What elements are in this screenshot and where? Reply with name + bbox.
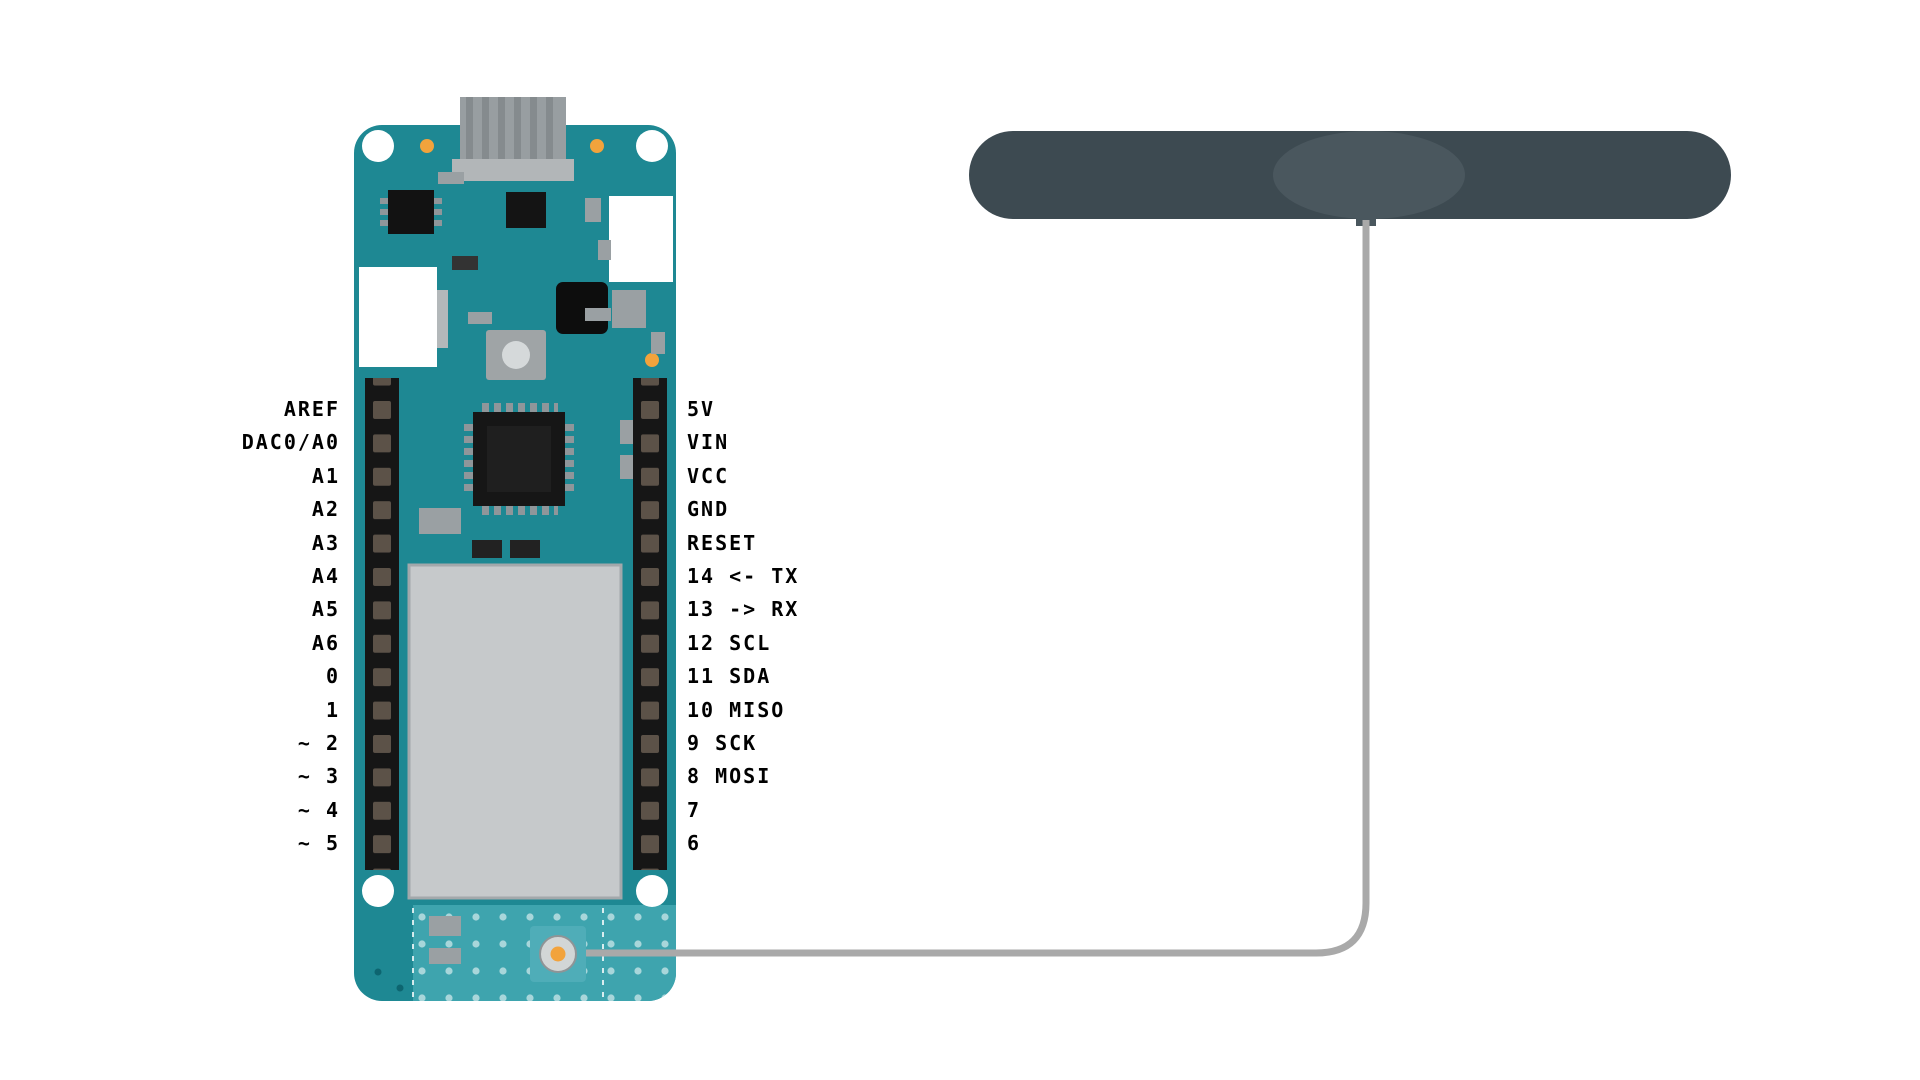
pin-label: A1 <box>311 463 340 488</box>
connector-fingers <box>437 290 448 348</box>
pin-label: A3 <box>311 530 340 555</box>
pin-label: A2 <box>311 497 340 522</box>
dark-component <box>506 192 546 228</box>
antenna-stem <box>1356 208 1376 226</box>
pin-label: A4 <box>311 563 340 588</box>
antenna <box>969 131 1731 226</box>
rf-shield <box>407 563 623 900</box>
pin-label: A5 <box>311 597 340 622</box>
white-footprint-left <box>359 267 437 367</box>
passive-components <box>419 172 665 558</box>
orange-indicators <box>420 139 659 367</box>
pin-label: 10 MISO <box>687 697 786 722</box>
component <box>612 290 646 328</box>
pin-header-left <box>365 378 399 870</box>
antenna-cable <box>562 220 1370 957</box>
left-pin-labels: AREF DAC0/A0 A1 A2 A3 A4 A5 A6 0 1 ~ 2 ~… <box>40 393 340 860</box>
white-footprint-right <box>609 196 673 282</box>
pin-label: A6 <box>311 630 340 655</box>
pin-label: 1 <box>325 697 340 722</box>
pin-label: ~ 5 <box>297 831 340 856</box>
small-ic-chip <box>380 190 442 234</box>
mkr-board <box>354 97 676 1001</box>
pin-label: GND <box>687 497 730 522</box>
pin-label: VCC <box>687 463 730 488</box>
pin-label: VIN <box>687 430 730 455</box>
antenna-center-hub <box>1273 131 1465 219</box>
pin-label: 0 <box>325 664 340 689</box>
pin-label: 11 SDA <box>687 664 772 689</box>
pin-label: 13 -> RX <box>687 597 800 622</box>
pin-label: ~ 4 <box>297 797 340 822</box>
pin-label: 14 <- TX <box>687 563 800 588</box>
pin-label: 7 <box>687 797 702 822</box>
pin-label: 5V <box>687 397 716 421</box>
right-pin-labels: 5V VIN VCC GND RESET 14 <- TX 13 -> RX 1… <box>687 393 987 860</box>
pin-label: AREF <box>283 397 340 421</box>
pin-label: DAC0/A0 <box>241 430 340 455</box>
bottom-components <box>374 916 461 992</box>
mounting-holes <box>362 130 668 907</box>
pin-label: 8 MOSI <box>687 764 772 789</box>
pin-label: 12 SCL <box>687 630 772 655</box>
usb-connector <box>452 97 574 181</box>
pin-label: 6 <box>687 831 702 856</box>
reset-button <box>486 330 546 380</box>
pin-label: RESET <box>687 530 758 555</box>
pin-label: ~ 2 <box>297 730 340 755</box>
pin-header-right <box>633 378 667 870</box>
pin-label: 9 SCK <box>687 730 758 755</box>
mcu-chip <box>464 403 574 515</box>
pin-label: ~ 3 <box>297 764 340 789</box>
ufl-connector <box>530 926 586 982</box>
